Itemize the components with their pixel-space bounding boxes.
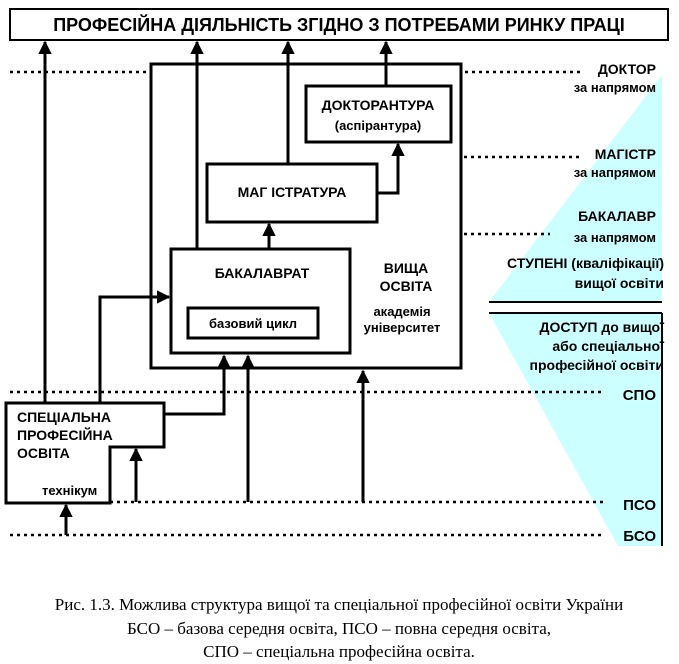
degrees-label-1: СТУПЕНІ (кваліфікації) [507,255,664,271]
higher-education-title-2: ОСВІТА [380,278,433,294]
caption-line-1: Рис. 1.3. Можлива структура вищої та спе… [55,595,623,614]
access-label-1: ДОСТУП до вищої [540,319,666,335]
level-spo: СПО [623,387,657,404]
caption-line-2: БСО – базова середня освіта, ПСО – повна… [127,619,551,638]
base-cycle-box [186,306,320,340]
base-cycle-label: базовий цикл [209,316,297,331]
special-education-line-3: ОСВІТА [17,445,70,461]
arrow-special-to-bakalavrat [98,290,171,403]
access-label-3: професійної освіти [530,357,664,373]
institution-university: університет [364,320,441,335]
title-text: ПРОФЕСІЙНА ДІЯЛЬНІСТЬ ЗГІДНО З ПОТРЕБАМИ… [53,14,625,35]
magistratura-label: МАГ ІСТРАТУРА [238,184,347,200]
institution-academy: академія [373,304,430,319]
technikum-label: технікум [42,483,97,498]
level-doctor: ДОКТОР [598,61,656,77]
special-education-line-2: ПРОФЕСІЙНА [17,426,113,443]
title-box [9,8,669,41]
degrees-panel [489,75,662,302]
level-bachelor: БАКАЛАВР [578,208,656,224]
level-doctor-sub: за напрямом [574,80,656,95]
access-label-2: або спеціальної [552,338,665,354]
arrow-magistratura-to-doctorantura [377,142,405,195]
level-bachelor-sub: за напрямом [574,230,656,245]
level-pso: ПСО [623,497,656,514]
special-education-box [4,401,166,505]
magistratura-box [205,162,379,224]
level-master-sub: за напрямом [574,165,656,180]
special-education-line-1: СПЕЦІАЛЬНА [17,409,111,425]
higher-education-title-1: ВИЩА [384,260,429,276]
doctorantura-label: ДОКТОРАНТУРА [322,97,435,113]
caption-line-3: СПО – спеціальна професійна освіта. [203,642,475,661]
level-master: МАГІСТР [595,146,656,162]
level-bso: БСО [623,528,656,545]
bakalavrat-label: БАКАЛАВРАТ [215,265,310,281]
doctorantura-sublabel: (аспірантура) [335,118,422,133]
access-panel [489,313,662,546]
degrees-label-2: вищої освіти [575,275,664,291]
arrow-special-to-higher-education [164,354,231,416]
doctorantura-box [304,84,453,144]
